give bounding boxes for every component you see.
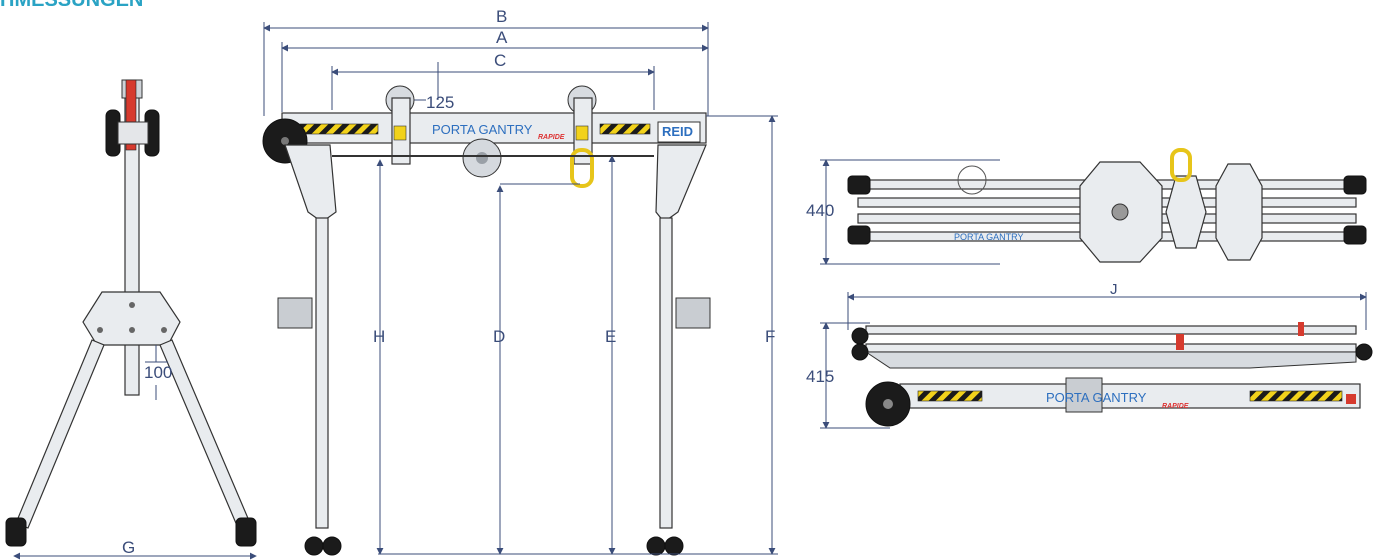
- side-view: B A C 125 PORTA GANTRY RAPIDE REID: [262, 7, 778, 556]
- front-view: 100 G: [5, 79, 257, 560]
- side-dim-c-label: C: [494, 51, 506, 70]
- top-brand-label: PORTA GANTRY: [954, 232, 1024, 242]
- side-dim-125-label: 125: [426, 93, 454, 112]
- folded-top-view: 440 PORTA GANTRY: [806, 148, 1367, 265]
- page-heading: HMESSUNGEN: [0, 0, 143, 11]
- fold-dim-j-label: J: [1110, 281, 1118, 298]
- fold-dim-415-label: 415: [806, 367, 834, 386]
- side-dim-d-label: D: [493, 327, 505, 346]
- side-dim-b-label: B: [496, 7, 507, 26]
- end-plate-brand: REID: [662, 124, 693, 139]
- folded-side-view: J 415 PORTA GANTRY RAPIDE: [806, 281, 1373, 429]
- side-dim-a-label: A: [496, 28, 508, 47]
- top-dim-440-label: 440: [806, 201, 834, 220]
- fold-beam-brand-text: PORTA GANTRY: [1046, 390, 1147, 405]
- beam-brand-suffix: RAPIDE: [538, 134, 565, 141]
- fold-beam-brand-suffix: RAPIDE: [1162, 403, 1189, 410]
- front-dim-100-label: 100: [144, 363, 172, 382]
- side-dim-e-label: E: [605, 327, 616, 346]
- side-dim-f-label: F: [765, 327, 775, 346]
- front-dim-g-label: G: [122, 538, 135, 557]
- side-dim-h-label: H: [373, 327, 385, 346]
- beam-brand-text: PORTA GANTRY: [432, 122, 533, 137]
